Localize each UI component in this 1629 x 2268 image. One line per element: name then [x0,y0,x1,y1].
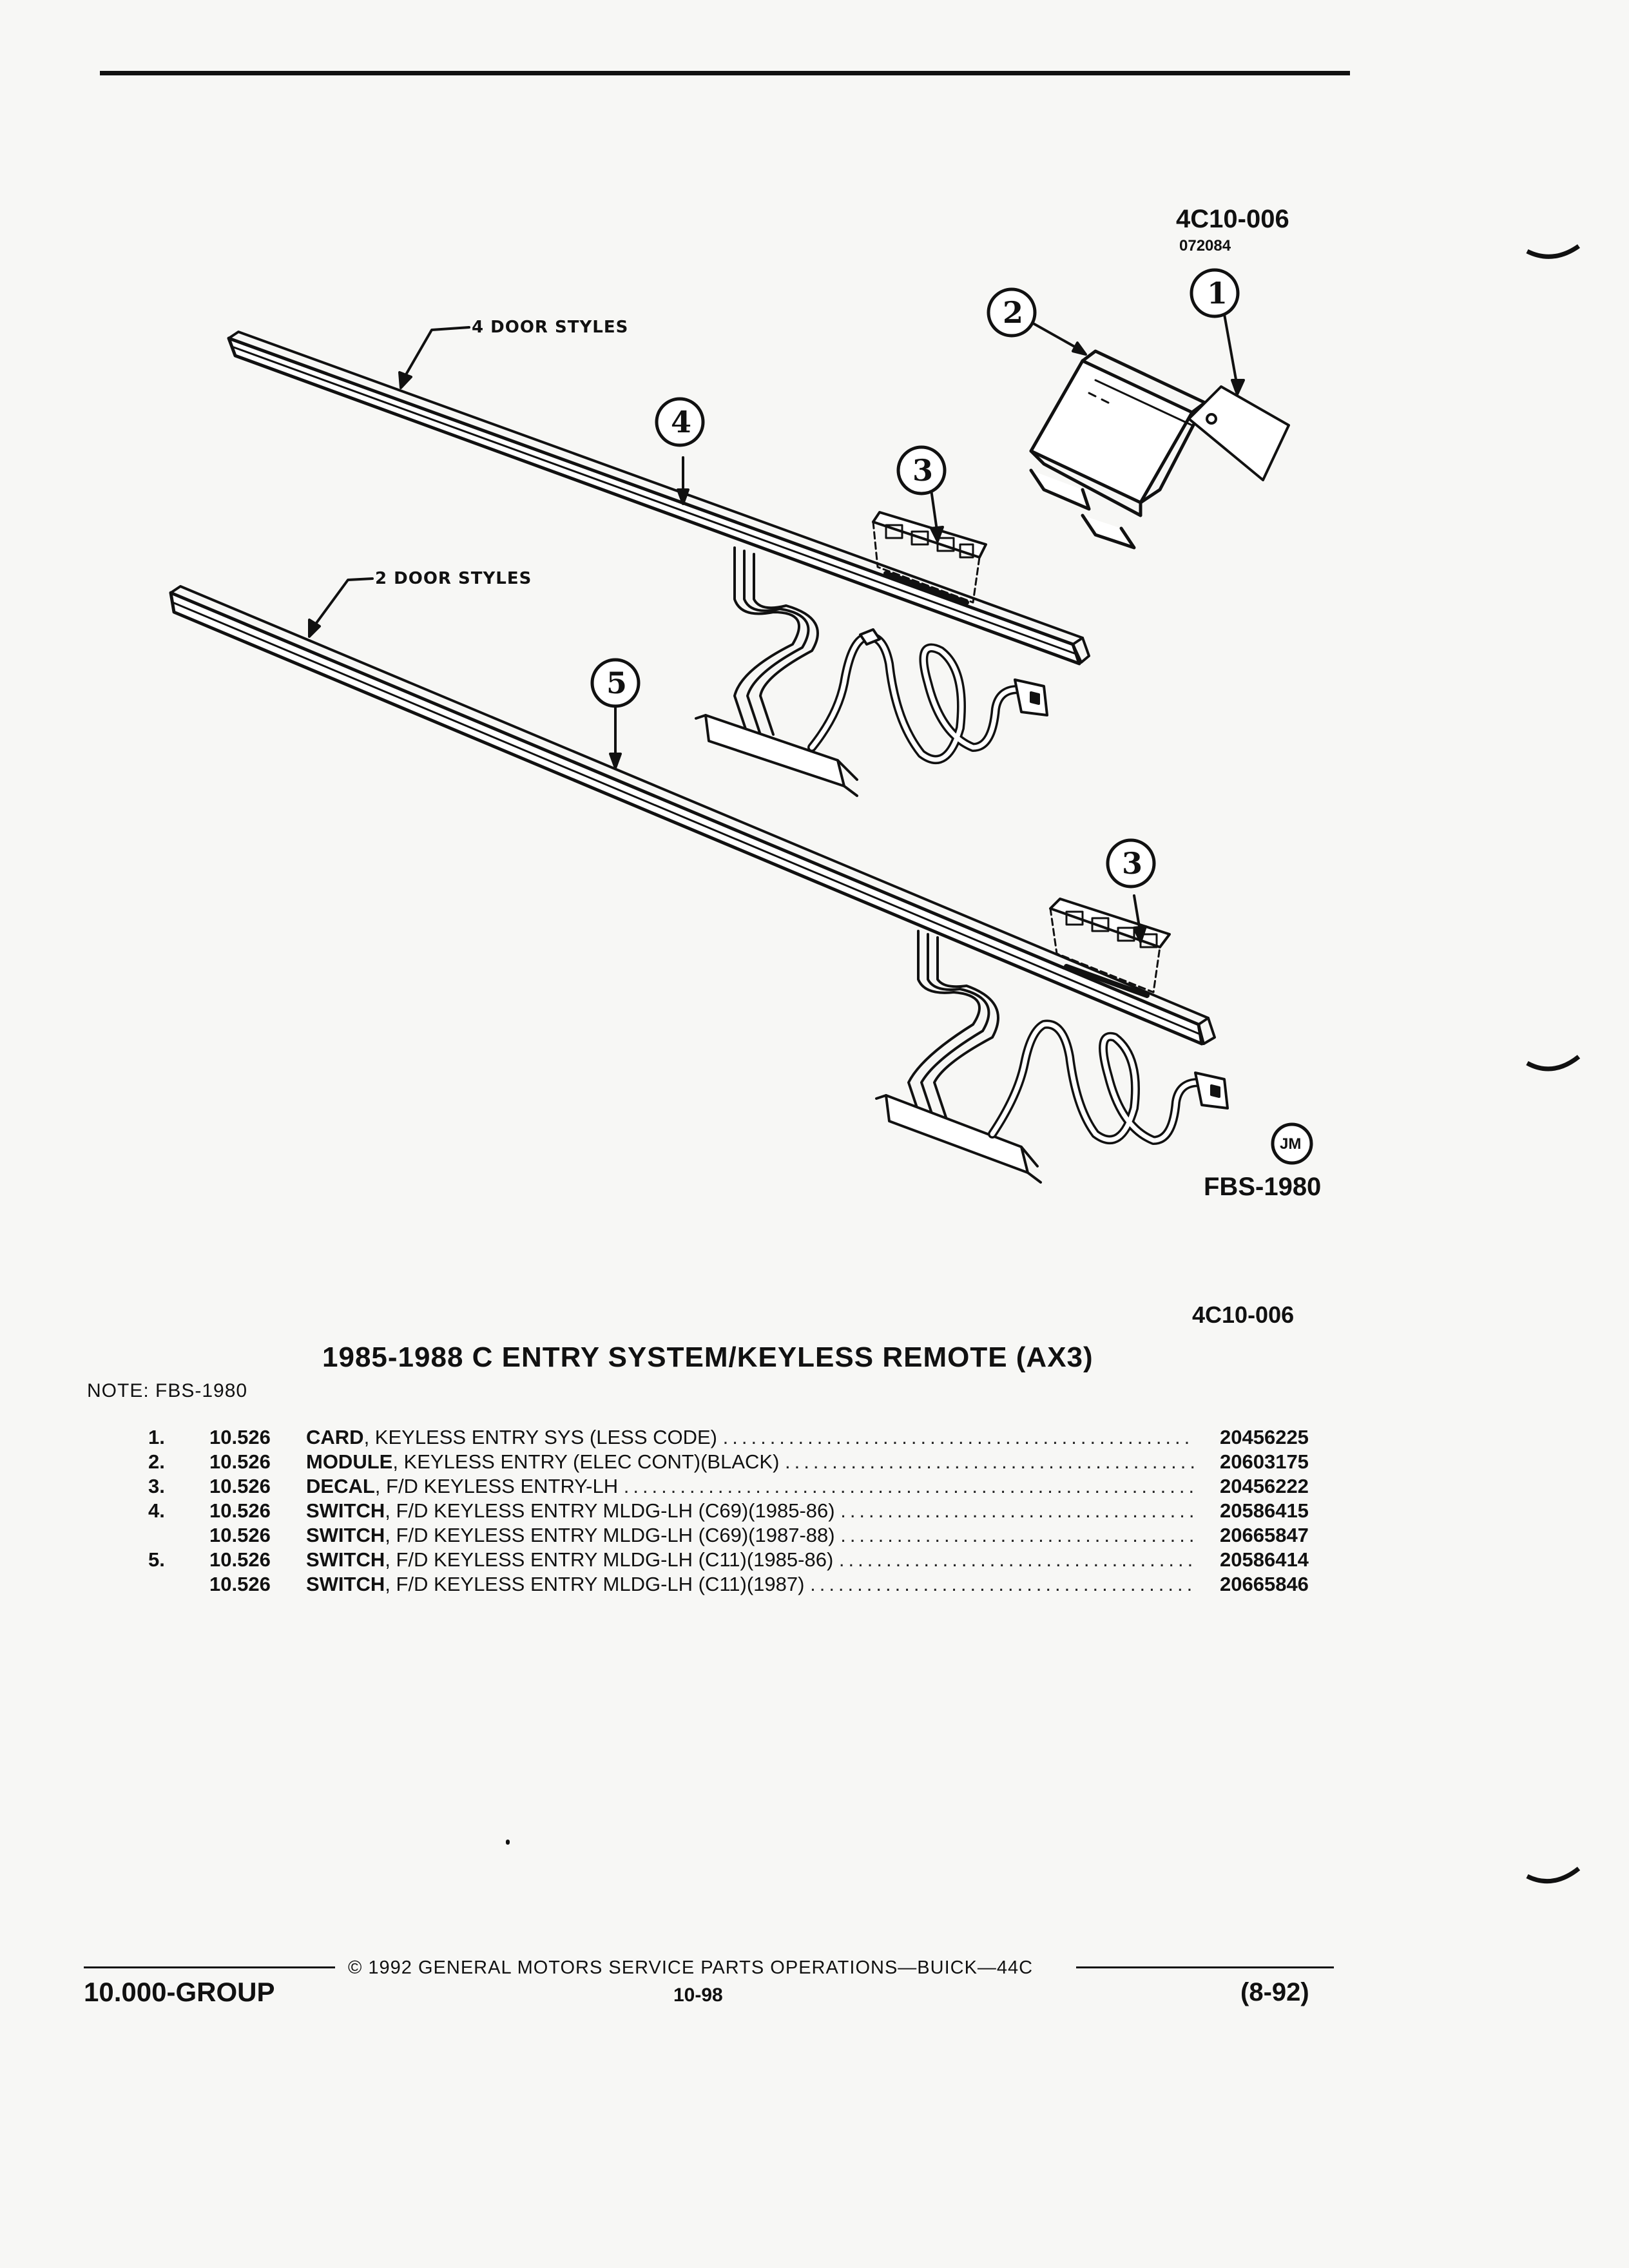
footer-rule-right [1076,1966,1334,1968]
footer-group: 10.000-GROUP [84,1977,275,2007]
item-number: 2. [148,1450,165,1473]
part-number: 20586414 [1220,1548,1309,1571]
molding-2door [169,585,1216,1046]
leader-dots: ........................................… [623,1475,1195,1497]
footer-rule-left [84,1966,335,1968]
item-detail: , KEYLESS ENTRY SYS (LESS CODE) [363,1426,717,1448]
fbs-code: FBS-1980 [1204,1173,1322,1201]
item-number: 5. [148,1548,165,1571]
item-name: DECAL [306,1475,375,1497]
part-number: 20665846 [1220,1573,1309,1595]
callout-1: 1 [1207,276,1228,311]
jm-logo: JM [1280,1135,1302,1153]
callout-2: 2 [1003,295,1024,330]
callout-circles [590,268,1313,1165]
item-number: 3. [148,1475,165,1497]
part-number: 20603175 [1220,1450,1309,1473]
leader-lines [308,313,1245,943]
page-title: 1985-1988 C ENTRY SYSTEM/KEYLESS REMOTE … [322,1341,1094,1373]
label-2-door-styles: 2 DOOR STYLES [375,569,532,588]
group-number: 10.526 [209,1573,271,1595]
footer-copyright: © 1992 GENERAL MOTORS SERVICE PARTS OPER… [348,1957,1034,1978]
group-number: 10.526 [209,1426,271,1448]
leader-dots: ........................................… [838,1548,1195,1571]
leader-dots: ........................................… [810,1573,1195,1595]
callout-5: 5 [606,666,628,700]
item-detail: , F/D KEYLESS ENTRY-LH [374,1475,619,1497]
part-number: 20456225 [1220,1426,1309,1448]
group-number: 10.526 [209,1450,271,1473]
harness-lower [875,930,1229,1184]
margin-marks [1526,244,1581,1884]
item-description: CARD, KEYLESS ENTRY SYS (LESS CODE) ....… [306,1425,1195,1450]
item-detail: , F/D KEYLESS ENTRY MLDG-LH (C11)(1985-8… [385,1548,834,1571]
group-number: 10.526 [209,1524,271,1546]
callout-4: 4 [671,405,692,439]
item-description: MODULE, KEYLESS ENTRY (ELEC CONT)(BLACK)… [306,1450,1195,1474]
item-number: 1. [148,1426,165,1448]
label-4-door-styles: 4 DOOR STYLES [472,318,629,337]
leader-dots: ........................................… [785,1450,1195,1473]
item-name: SWITCH [306,1524,385,1546]
group-number: 10.526 [209,1548,271,1571]
item-description: SWITCH, F/D KEYLESS ENTRY MLDG-LH (C69)(… [306,1499,1195,1523]
leader-dots: ........................................… [722,1426,1195,1448]
group-number: 10.526 [209,1499,271,1522]
item-detail: , KEYLESS ENTRY (ELEC CONT)(BLACK) [392,1450,780,1473]
item-name: SWITCH [306,1499,385,1522]
part-number: 20456222 [1220,1475,1309,1497]
item-description: SWITCH, F/D KEYLESS ENTRY MLDG-LH (C11)(… [306,1548,1195,1572]
module-box [1029,349,1207,550]
callout-3-upper: 3 [912,453,934,488]
part-number: 20586415 [1220,1499,1309,1522]
item-detail: , F/D KEYLESS ENTRY MLDG-LH (C69)(1987-8… [385,1524,835,1546]
footer-revision: (8-92) [1240,1978,1309,2006]
note: NOTE: FBS-1980 [87,1380,248,1401]
parts-diagram [169,268,1313,1184]
item-name: SWITCH [306,1548,385,1571]
group-number: 10.526 [209,1475,271,1497]
page-number: 10-98 [673,1984,723,2006]
item-description: SWITCH, F/D KEYLESS ENTRY MLDG-LH (C11)(… [306,1572,1195,1597]
top-rule [100,71,1350,75]
item-description: DECAL, F/D KEYLESS ENTRY-LH ............… [306,1474,1195,1499]
item-detail: , F/D KEYLESS ENTRY MLDG-LH (C11)(1987) [385,1573,805,1595]
figure-code: 4C10-006 [1176,205,1289,233]
item-description: SWITCH, F/D KEYLESS ENTRY MLDG-LH (C69)(… [306,1523,1195,1548]
figure-sub-code: 072084 [1179,237,1231,255]
item-name: MODULE [306,1450,393,1473]
keyless-card [1188,385,1290,481]
molding-4door [227,331,1090,666]
decal-upper [872,511,987,605]
part-number: 20665847 [1220,1524,1309,1546]
leader-dots: ........................................… [840,1524,1195,1546]
item-name: CARD [306,1426,364,1448]
leader-dots: ........................................… [840,1499,1195,1522]
speck [506,1840,510,1845]
item-number: 4. [148,1499,165,1522]
item-name: SWITCH [306,1573,385,1595]
harness-upper [695,546,1048,797]
callout-3-lower: 3 [1122,846,1143,881]
figure-code-bottom: 4C10-006 [1192,1302,1295,1328]
item-detail: , F/D KEYLESS ENTRY MLDG-LH (C69)(1985-8… [385,1499,835,1522]
